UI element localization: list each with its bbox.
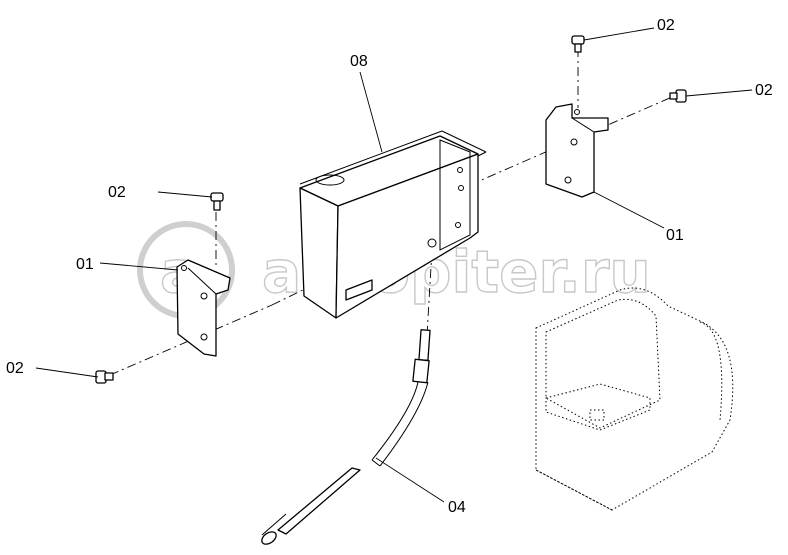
callout-bolt-left-top: 02 [108, 184, 126, 201]
bracket-left [176, 259, 231, 357]
bolt-left-bottom [95, 370, 114, 384]
callout-bolt-left-bottom: 02 [6, 360, 24, 377]
vehicle-outline [535, 287, 734, 511]
callout-bracket-left: 01 [76, 256, 94, 273]
callout-box: 08 [350, 53, 368, 70]
callout-bolt-top-right: 02 [657, 17, 675, 34]
cable [261, 329, 431, 545]
bolt-left-top [210, 192, 224, 211]
leader-lines [35, 27, 753, 503]
battery-box [299, 130, 487, 319]
bracket-right [545, 103, 609, 198]
callout-bolt-right: 02 [755, 82, 773, 99]
callout-cable: 04 [448, 499, 466, 516]
callout-bracket-right: 01 [666, 227, 684, 244]
bolt-right [669, 89, 687, 103]
bolt-top-right [571, 35, 585, 53]
